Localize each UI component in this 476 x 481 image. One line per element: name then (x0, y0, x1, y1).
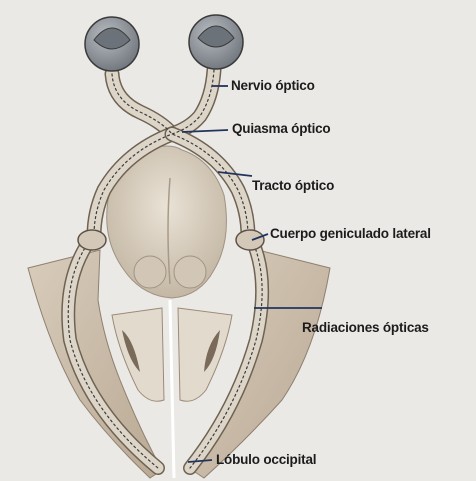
midline (170, 300, 174, 478)
left-eye (85, 17, 139, 71)
label-nervio-optico: Nervio óptico (231, 78, 315, 93)
right-white-matter (178, 308, 232, 401)
right-geniculate-body (236, 230, 264, 250)
colliculus-right (174, 256, 206, 288)
colliculus-left (134, 256, 166, 288)
left-geniculate-body (78, 230, 106, 250)
label-tracto-optico: Tracto óptico (252, 178, 334, 193)
label-quiasma-optico: Quiasma óptico (232, 121, 330, 136)
right-eye (189, 15, 243, 69)
label-radiaciones-opticas: Radiaciones ópticas (302, 320, 429, 335)
label-cuerpo-geniculado-lateral: Cuerpo geniculado lateral (270, 226, 431, 241)
label-lobulo-occipital: Lóbulo occipital (216, 452, 316, 467)
